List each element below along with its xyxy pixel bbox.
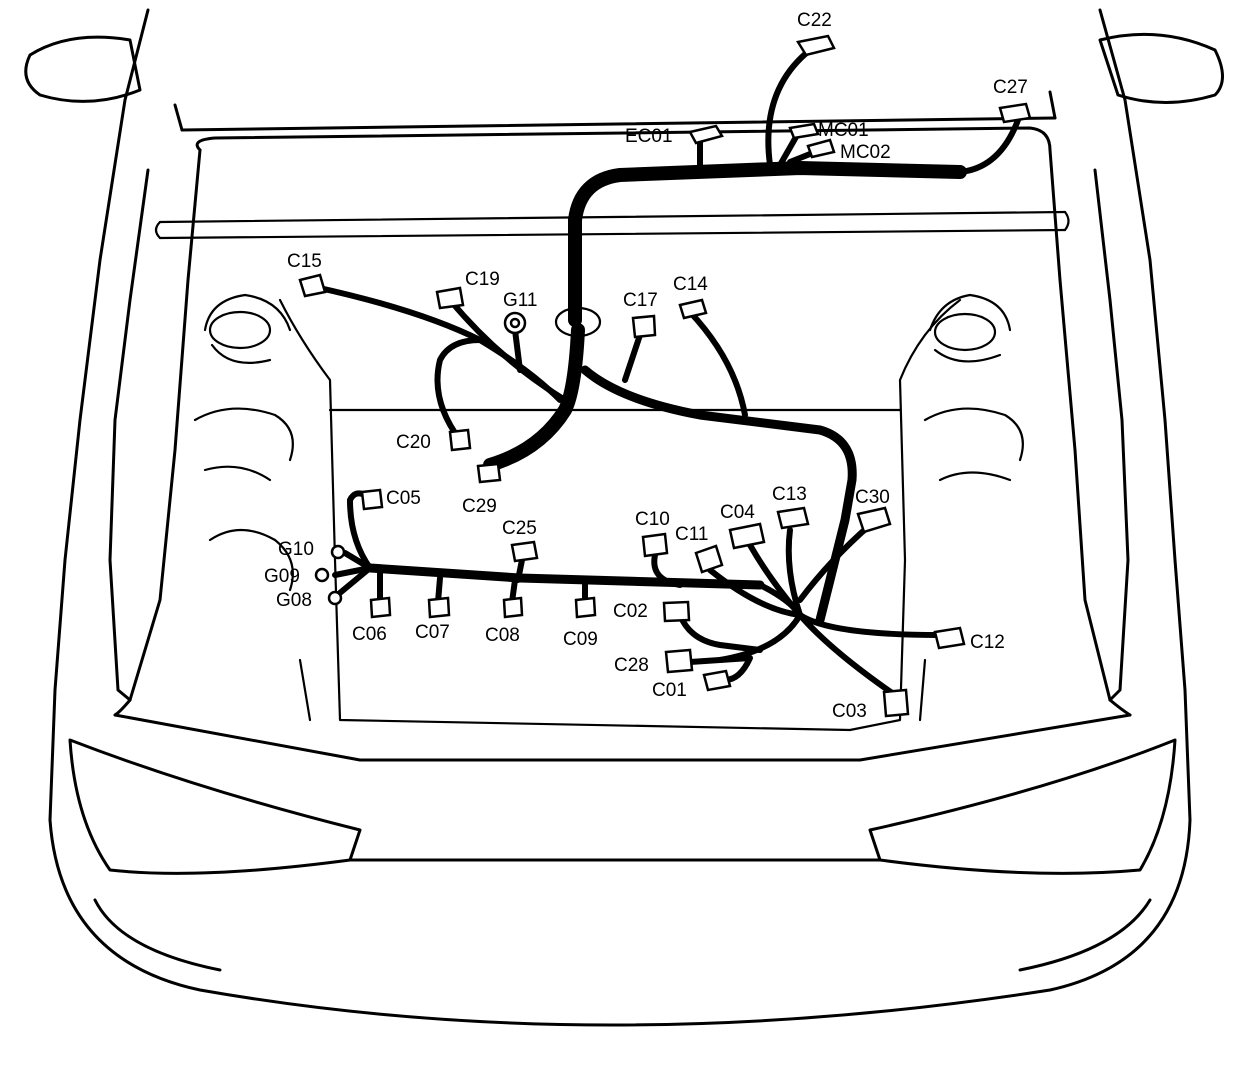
label-c05: C05 (386, 488, 421, 509)
connector-c12 (933, 626, 966, 650)
ground-g10 (330, 544, 346, 560)
connector-c25 (510, 540, 539, 563)
label-c08: C08 (485, 625, 520, 646)
connector-c22 (795, 34, 836, 57)
connector-c29 (476, 462, 502, 484)
label-g10: G10 (278, 539, 314, 560)
label-c30: C30 (855, 487, 890, 508)
connector-c02 (662, 600, 691, 623)
connector-ec01 (688, 124, 724, 145)
connector-c15 (298, 273, 327, 298)
label-c10: C10 (635, 509, 670, 530)
label-c07: C07 (415, 622, 450, 643)
label-c22: C22 (797, 10, 832, 31)
label-g08: G08 (276, 590, 312, 611)
label-g11: G11 (503, 290, 538, 311)
label-c14: C14 (673, 274, 708, 295)
label-mc02: MC02 (840, 142, 891, 163)
ground-points (314, 311, 527, 606)
vehicle-body-outline (24, 8, 1224, 1027)
connector-c10 (641, 532, 669, 558)
connector-c28 (664, 648, 694, 674)
label-c20: C20 (396, 432, 431, 453)
connector-c30 (856, 506, 892, 534)
label-c13: C13 (772, 484, 807, 505)
connector-c20 (448, 428, 472, 452)
connector-c14 (678, 298, 708, 320)
connector-c09 (574, 596, 597, 619)
connector-c19 (435, 286, 465, 310)
connector-c08 (502, 596, 524, 619)
connector-c13 (776, 506, 810, 530)
label-c19: C19 (465, 269, 500, 290)
ground-g11-inner (509, 317, 521, 329)
label-g09: G09 (264, 566, 300, 587)
ground-g09 (314, 567, 330, 583)
connector-c03 (882, 688, 910, 718)
wiring-harness (312, 47, 1021, 698)
connector-mc02 (806, 138, 836, 159)
label-c17: C17 (623, 290, 658, 311)
label-c09: C09 (563, 629, 598, 650)
connector-c17 (631, 314, 657, 339)
connector-c01 (702, 669, 732, 692)
label-c06: C06 (352, 624, 387, 645)
label-c25: C25 (502, 518, 537, 539)
ground-g08 (327, 590, 343, 606)
connector-c27 (998, 102, 1032, 124)
connector-mc01 (788, 122, 820, 140)
label-c11: C11 (675, 524, 708, 545)
label-c28: C28 (614, 655, 649, 676)
label-c29: C29 (462, 496, 497, 517)
label-c04: C04 (720, 502, 755, 523)
label-c02: C02 (613, 601, 648, 622)
connector-c05 (360, 488, 384, 511)
label-c01: C01 (652, 680, 687, 701)
connector-c04 (728, 522, 766, 550)
connector-c11 (694, 544, 724, 574)
connector-c06 (369, 596, 392, 619)
label-mc01: MC01 (818, 120, 869, 141)
label-c12: C12 (970, 632, 1005, 653)
connectors (298, 34, 1032, 718)
label-ec01: EC01 (625, 126, 673, 147)
label-c27: C27 (993, 77, 1028, 98)
connector-labels: C22 C27 EC01 MC01 MC02 C15 C19 G11 C17 C… (264, 10, 1028, 722)
label-c15: C15 (287, 251, 322, 272)
label-c03: C03 (832, 701, 867, 722)
connector-c07 (427, 596, 451, 619)
